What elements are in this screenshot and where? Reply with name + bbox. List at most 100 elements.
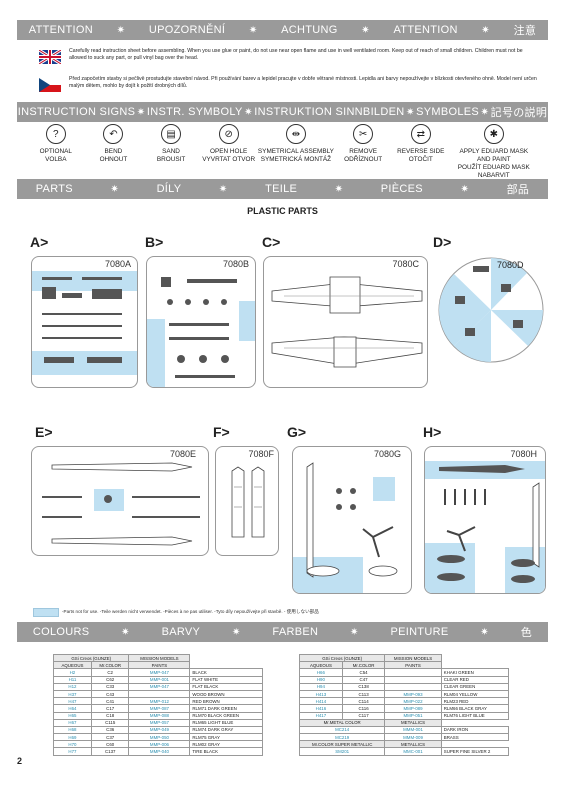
paint-cell: H90	[299, 675, 343, 684]
frame-letter: H>	[423, 424, 442, 440]
page-number: 2	[17, 756, 23, 766]
mask-icon: ✱	[483, 124, 504, 144]
paint-cell: C17	[90, 704, 130, 713]
table-header: PAINTS	[384, 661, 442, 670]
sprue-code: 7080D	[497, 260, 524, 270]
reverse-icon: ⇄	[410, 124, 431, 144]
paint-cell: MMC-001	[384, 747, 442, 756]
frame-letter: E>	[35, 424, 53, 440]
paint-cell: H77	[53, 747, 92, 756]
unused-parts-swatch	[33, 608, 59, 617]
paint-cell: H37	[53, 689, 92, 699]
sprue-frame-f: 7080F	[215, 446, 279, 556]
paint-cell: BLACK	[189, 668, 263, 677]
sign-label: REVERSE SIDE OTOČIT	[397, 148, 445, 163]
paint-cell: MMP-012	[128, 697, 191, 706]
sign-reverse: ⇄ REVERSE SIDE OTOČIT	[392, 124, 450, 184]
wing-parts-drawing	[271, 276, 423, 368]
paint-cell: H70	[53, 740, 92, 749]
paint-cell: C115	[90, 718, 130, 727]
signs-band: INSTRUCTION SIGNS✷ INSTR. SYMBOLY✷ INSTR…	[17, 102, 548, 122]
drill-icon: ⊘	[218, 124, 239, 144]
table-header: Mr.COLOR	[90, 661, 130, 670]
band-label: PARTS	[35, 183, 73, 195]
table-header: GSi Creos (GUNZE)	[298, 653, 386, 663]
paint-cell: C138	[341, 682, 386, 691]
paint-cell: H64	[53, 704, 92, 713]
table-header: Mr.COLOR	[341, 661, 386, 670]
band-label: 色	[520, 627, 532, 639]
band-label: INSTRUCTION SIGNS	[17, 106, 136, 118]
table-header: AQUEOUS	[299, 661, 343, 670]
paint-cell: FLAT WHITE	[189, 675, 263, 684]
sign-label: REMOVE ODŘÍZNOUT	[344, 148, 383, 163]
frame-letter: A>	[30, 234, 49, 250]
paint-cell: MMP-089	[384, 704, 442, 713]
sprue-frame-g: 7080G	[292, 446, 412, 594]
paint-cell: C18	[90, 711, 130, 720]
table-header: AQUEOUS	[53, 661, 92, 670]
paint-cell: C117	[341, 711, 386, 720]
paint-cell: C33	[90, 682, 130, 691]
band-label: ACHTUNG	[281, 24, 338, 36]
paint-cell: MMP-047	[128, 668, 191, 677]
sign-remove: ✂REMOVE ODŘÍZNOUT	[334, 124, 392, 184]
paint-cell	[384, 675, 442, 684]
band-label: INSTR. SYMBOLY	[146, 106, 243, 118]
paint-cell: H12	[53, 682, 92, 691]
paint-cell: H416	[299, 704, 343, 713]
table-header: Mr.METAL COLOR	[298, 718, 386, 727]
band-label: PIÈCES	[380, 183, 423, 195]
paint-cell: MMM-001	[384, 725, 442, 735]
warning-cz: Před započetím stavby si pečlivě prostud…	[17, 76, 548, 92]
paint-cell: MMP-051	[384, 711, 442, 720]
paint-cell: DARK IRON	[440, 725, 510, 735]
symmetry-icon: ⇹	[285, 124, 306, 144]
fuselage-parts-drawing	[42, 462, 200, 546]
band-label: COLOURS	[32, 626, 90, 638]
paint-cell: C62	[90, 675, 130, 684]
paint-cell: H69	[53, 733, 92, 742]
paint-cell: MMP-022	[384, 697, 442, 706]
band-label: SYMBOLES	[416, 106, 480, 118]
paint-cell: H414	[299, 697, 343, 706]
band-label: DÍLY	[156, 183, 182, 195]
engine-parts-drawing	[306, 462, 398, 578]
paint-cell: H65	[53, 711, 92, 720]
instruction-signs: ?OPTIONAL VOLBA ↶BEND OHNOUT ▤SAND BROUS…	[17, 124, 548, 184]
band-label: 記号の説明	[490, 107, 548, 119]
band-label: BARVY	[161, 626, 201, 638]
paint-cell: H413	[299, 689, 343, 699]
paint-cell: C2	[90, 668, 130, 677]
paint-cell: RLM70 BLACK GREEN	[189, 711, 263, 720]
paint-cell: RLM02 GRAY	[189, 740, 263, 749]
instruction-page: ATTENTION✷ UPOZORNĚNÍ✷ ACHTUNG✷ ATTENTIO…	[17, 16, 548, 778]
sign-bend: ↶BEND OHNOUT	[85, 124, 143, 184]
frame-letter: D>	[433, 234, 452, 250]
frame-letter: F>	[213, 424, 230, 440]
band-label: ATTENTION	[28, 24, 94, 36]
paint-cell: C114	[341, 697, 386, 706]
paint-cell: MC219	[298, 733, 386, 742]
band-label: 注意	[513, 25, 537, 37]
sprue-code: 7080B	[222, 259, 249, 269]
paint-cell: MMP-006	[128, 740, 191, 749]
paint-cell: MMM-009	[384, 733, 442, 742]
paint-cell: SUPER FINE SILVER 2	[440, 747, 510, 756]
sprue-frame-a: 7080A	[31, 256, 138, 388]
sign-label: OPTIONAL VOLBA	[39, 148, 72, 163]
paint-cell: C37	[90, 733, 130, 742]
paint-cell: C36	[90, 725, 130, 735]
paint-cell: MMP-001	[128, 675, 191, 684]
paint-cell: RLM04 YELLOW	[440, 689, 510, 699]
